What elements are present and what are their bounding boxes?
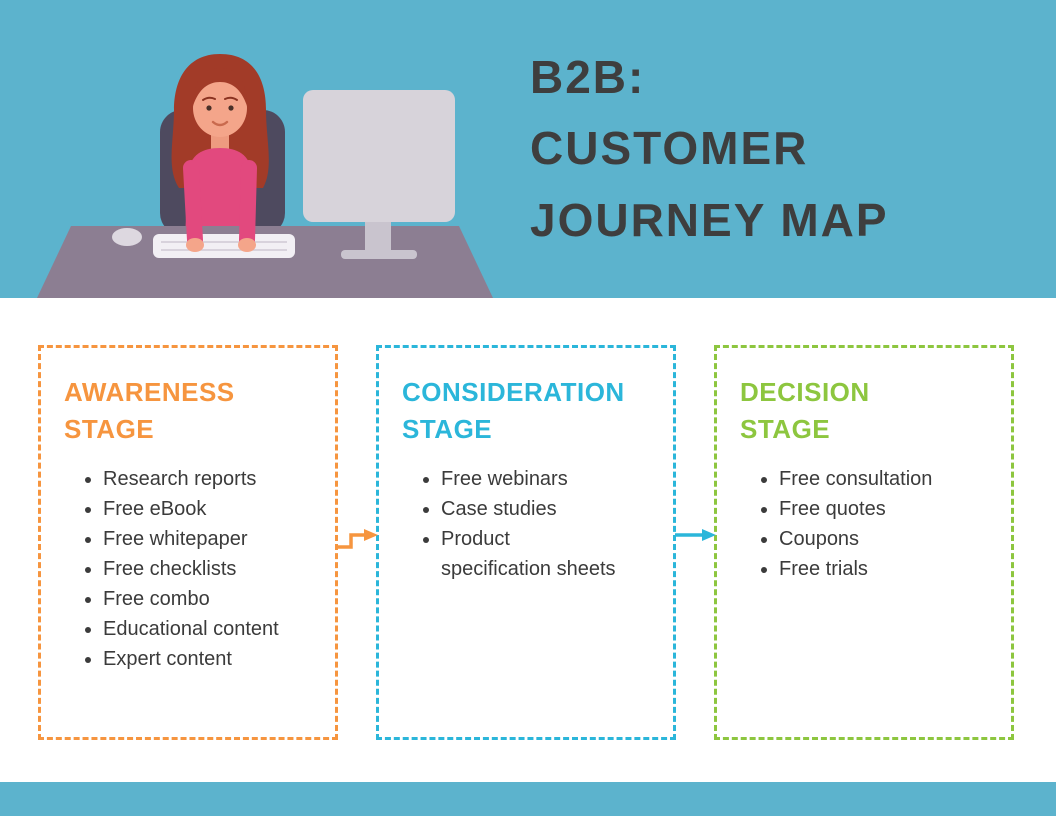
arrow-awareness-to-consideration-icon <box>337 529 378 549</box>
stage-item: Case studies <box>441 494 619 524</box>
stage-item: Free checklists <box>103 554 281 584</box>
shirt-shape <box>185 148 255 238</box>
stage-decision-title-line-2: STAGE <box>740 413 831 444</box>
left-brow <box>202 96 216 101</box>
monitor-shape <box>303 90 455 222</box>
left-eye <box>206 105 212 111</box>
right-arm <box>239 160 257 248</box>
stage-item: Product specification sheets <box>441 524 619 584</box>
arrow-consideration-to-decision-icon <box>675 529 716 541</box>
stage-item: Free eBook <box>103 494 281 524</box>
stage-item: Free trials <box>779 554 957 584</box>
face-shape <box>193 79 247 137</box>
stage-item: Free quotes <box>779 494 957 524</box>
smile <box>211 120 229 127</box>
page-title: B2B: CUSTOMER JOURNEY MAP <box>530 42 889 256</box>
right-brow <box>224 96 238 101</box>
stage-awareness-title-line-2: STAGE <box>64 413 155 444</box>
stage-item: Educational content <box>103 614 281 644</box>
stage-awareness-list: Research reports Free eBook Free whitepa… <box>64 464 315 674</box>
stage-consideration-title-line-1: CONSIDERATION <box>402 377 625 407</box>
page-title-line-2: CUSTOMER <box>530 122 809 175</box>
stage-item: Coupons <box>779 524 957 554</box>
stage-consideration-title-line-2: STAGE <box>402 413 493 444</box>
bangs-shape <box>193 68 247 106</box>
stage-consideration-title: CONSIDERATION STAGE <box>402 374 653 448</box>
stage-decision-title-line-1: DECISION <box>740 377 870 407</box>
page-title-line-1: B2B: <box>530 51 646 103</box>
header-banner: B2B: CUSTOMER JOURNEY MAP <box>0 0 1056 298</box>
stage-consideration-list: Free webinars Case studies Product speci… <box>402 464 653 584</box>
keyboard-shape <box>153 234 295 258</box>
stage-item: Expert content <box>103 644 281 674</box>
bottom-bar <box>0 782 1056 816</box>
stage-consideration: CONSIDERATION STAGE Free webinars Case s… <box>376 345 676 740</box>
right-eye <box>228 105 234 111</box>
stages-row: AWARENESS STAGE Research reports Free eB… <box>0 345 1056 740</box>
keyboard-keys <box>161 241 287 251</box>
stage-item: Free webinars <box>441 464 619 494</box>
left-hand <box>186 238 204 252</box>
woman-at-desk-illustration <box>37 54 493 298</box>
stage-item: Research reports <box>103 464 281 494</box>
stage-awareness: AWARENESS STAGE Research reports Free eB… <box>38 345 338 740</box>
stage-decision-list: Free consultation Free quotes Coupons Fr… <box>740 464 991 584</box>
right-hand <box>238 238 256 252</box>
stage-item: Free consultation <box>779 464 957 494</box>
stage-awareness-title: AWARENESS STAGE <box>64 374 315 448</box>
mouse-shape <box>112 228 142 246</box>
stage-item: Free whitepaper <box>103 524 281 554</box>
left-arm <box>183 160 203 248</box>
stage-item: Free combo <box>103 584 281 614</box>
stage-awareness-title-line-1: AWARENESS <box>64 377 235 407</box>
page-title-line-3: JOURNEY MAP <box>530 193 889 246</box>
stage-decision-title: DECISION STAGE <box>740 374 991 448</box>
stage-decision: DECISION STAGE Free consultation Free qu… <box>714 345 1014 740</box>
monitor-base <box>341 250 417 259</box>
